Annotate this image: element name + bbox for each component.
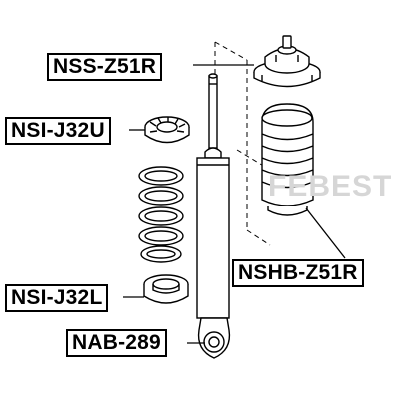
label-nshb-z51r: NSHB-Z51R — [232, 259, 364, 287]
shock-absorber-part — [196, 73, 230, 319]
label-nab-289: NAB-289 — [66, 329, 167, 357]
bottom-eye-bushing-part — [197, 317, 231, 359]
watermark-logo: FEBEST — [268, 170, 393, 203]
upper-spring-seat-part — [144, 116, 190, 144]
lower-spring-seat-part — [143, 274, 189, 304]
leader-lines — [123, 64, 346, 344]
label-nsi-j32l: NSI-J32L — [5, 284, 109, 312]
dust-boot-part — [261, 103, 314, 216]
coil-spring-part — [138, 166, 184, 263]
label-nss-z51r: NSS-Z51R — [47, 53, 163, 81]
label-nsi-j32u: NSI-J32U — [5, 117, 111, 145]
top-mount-part — [253, 35, 321, 88]
